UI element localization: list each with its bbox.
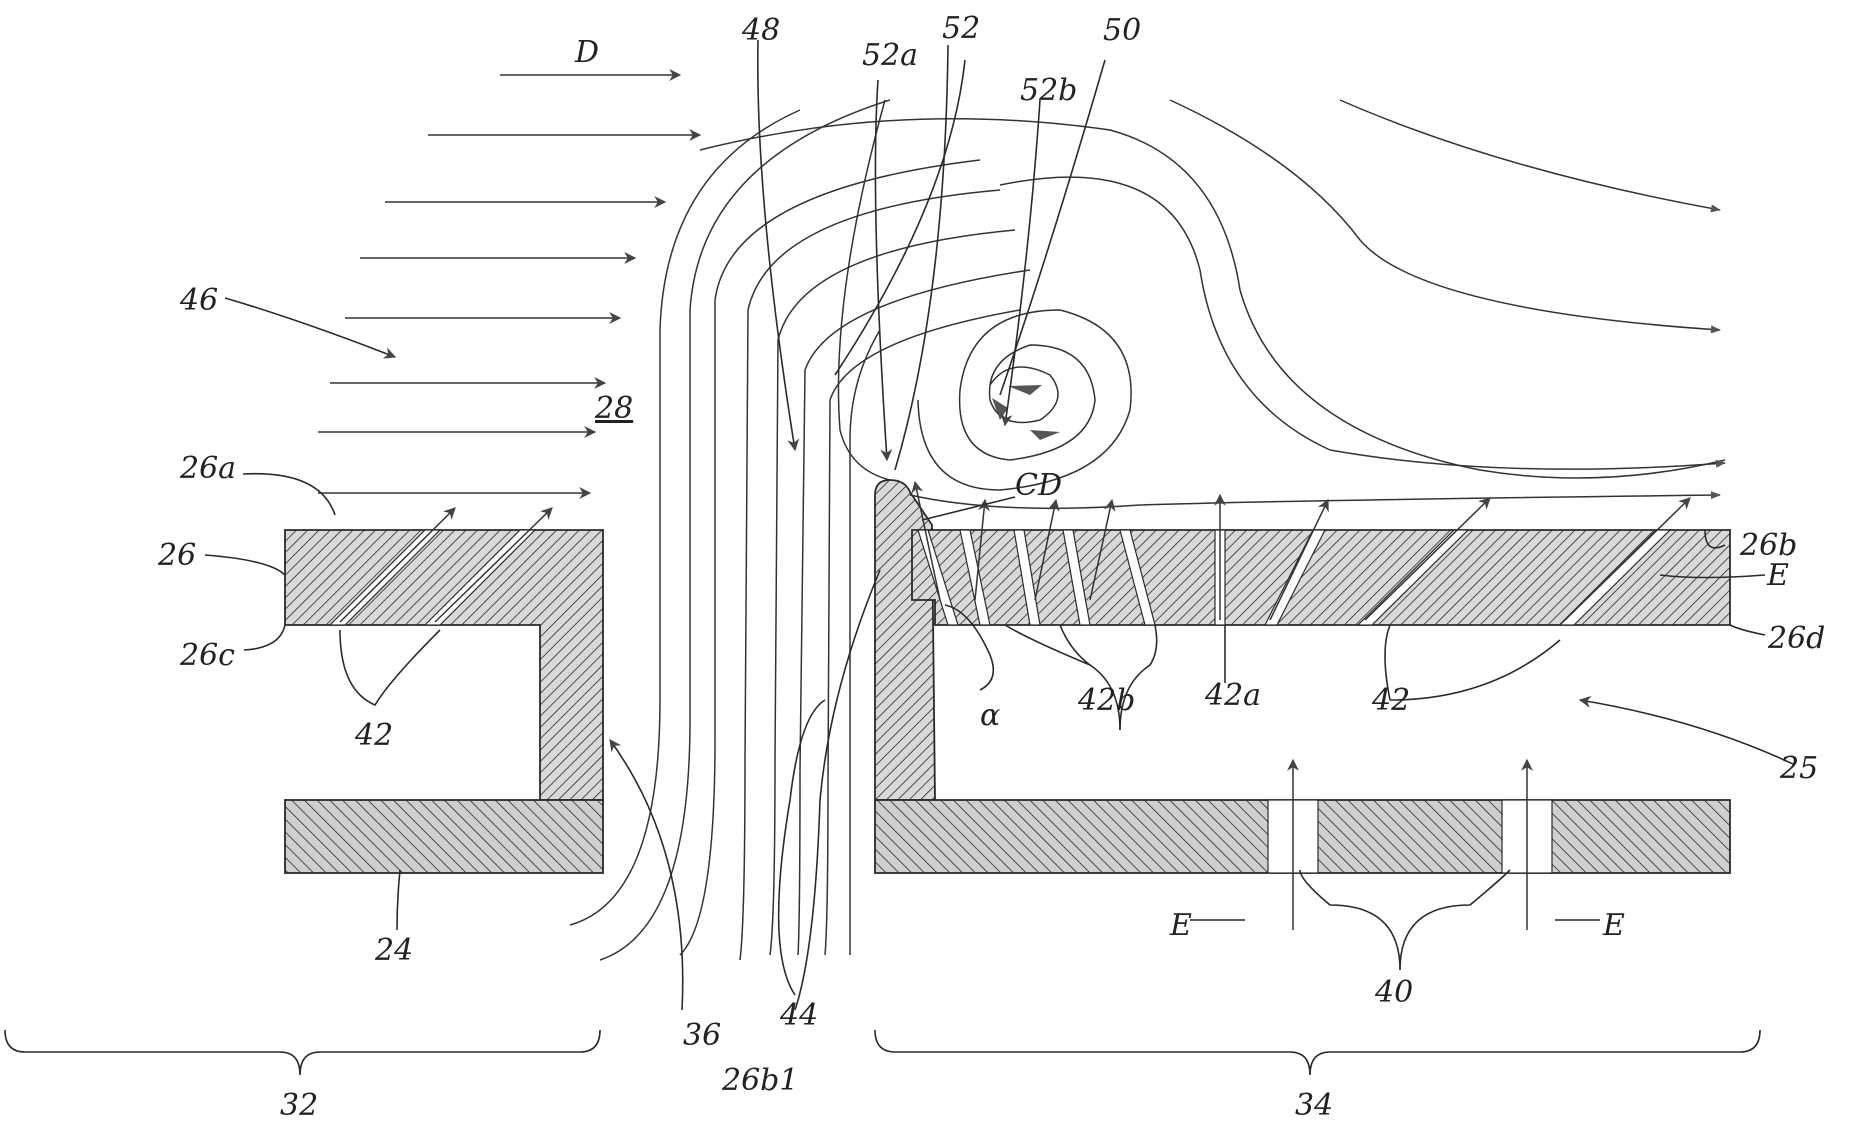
vortex-arrow-3 — [1030, 430, 1060, 440]
label-CD: CD — [1015, 468, 1062, 503]
freestream-arrows — [318, 75, 700, 493]
label-36: 36 — [683, 1018, 721, 1053]
label-42-right: 42 — [1371, 683, 1410, 718]
label-42a: 42a — [1204, 678, 1261, 713]
label-42b: 42b — [1077, 683, 1135, 718]
label-D: D — [574, 35, 599, 70]
label-26b1: 26b1 — [721, 1063, 798, 1098]
vortex-arrow-1 — [1008, 385, 1042, 395]
brace-34 — [875, 1030, 1760, 1075]
left-lower-plate — [285, 800, 603, 873]
label-E-bottom-left: E — [1169, 908, 1192, 943]
label-52a: 52a — [862, 38, 918, 73]
right-vertical-wall — [875, 480, 935, 800]
label-48: 48 — [741, 13, 780, 48]
label-34: 34 — [1295, 1088, 1333, 1123]
label-28: 28 — [594, 391, 633, 426]
label-52b: 52b — [1020, 73, 1077, 108]
label-26c: 26c — [179, 638, 235, 673]
label-50: 50 — [1103, 13, 1141, 48]
left-upper-plate — [285, 530, 603, 800]
label-26d: 26d — [1767, 621, 1825, 656]
label-alpha: α — [980, 698, 1000, 733]
label-44: 44 — [779, 998, 818, 1033]
label-42-left: 42 — [354, 718, 393, 753]
label-26a: 26a — [179, 451, 236, 486]
label-40: 40 — [1374, 975, 1413, 1010]
label-46: 46 — [179, 283, 218, 318]
label-E-bottom-right: E — [1602, 908, 1625, 943]
label-25: 25 — [1779, 751, 1818, 786]
label-24: 24 — [374, 933, 413, 968]
label-E-right: E — [1766, 558, 1789, 593]
label-26: 26 — [157, 538, 196, 573]
label-52: 52 — [942, 11, 980, 46]
label-32: 32 — [280, 1088, 318, 1123]
brace-32 — [5, 1030, 600, 1075]
